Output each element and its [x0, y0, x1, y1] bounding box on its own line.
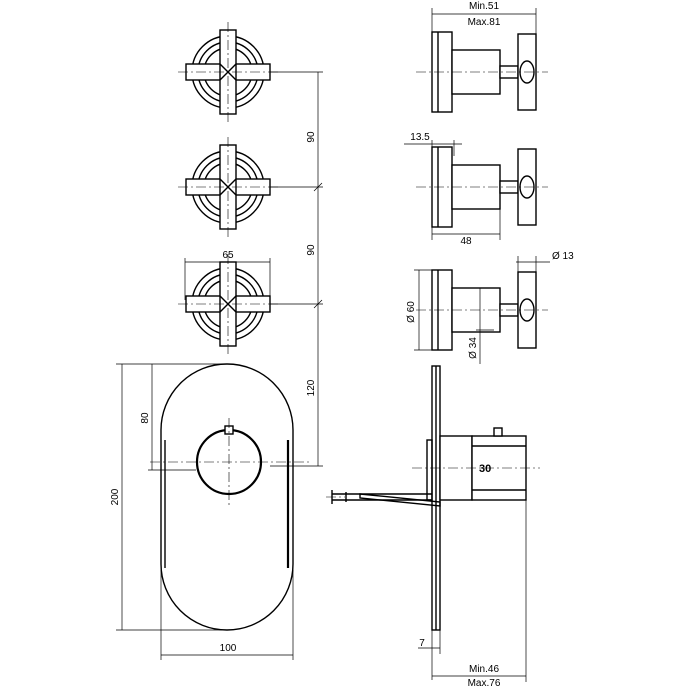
valve-side-view: 30 [326, 365, 540, 631]
handle-spacing-dimension: 90 90 120 [270, 71, 323, 467]
cross-handle-side-3 [416, 269, 548, 351]
body-diameter-label: Ø 34 [468, 337, 479, 359]
cross-handle-side-1 [416, 31, 548, 113]
plate-offset-label: 7 [419, 638, 425, 649]
valve-dimensions: 7 Min.46 Max.76 [418, 500, 527, 686]
plate-height-label: 200 [110, 488, 121, 505]
handle-depth-label: 48 [460, 236, 472, 247]
cross-handle-side-2 [416, 146, 548, 228]
spacing-mid-label: 90 [306, 244, 317, 256]
spacing-bottom-label: 120 [306, 379, 317, 396]
valve-depth-min-label: Min.46 [469, 664, 499, 675]
handle-width-label: 65 [222, 250, 234, 261]
cross-handle-front-3 [178, 254, 278, 354]
handle-width-dimension: 65 [184, 250, 271, 300]
side-depth-min-label: Min.51 [469, 1, 499, 12]
spacing-top-label: 90 [306, 131, 317, 143]
side-view-dimensions: Min.51 Max.81 13.5 48 Ø 13 Ø 60 Ø 34 [404, 1, 574, 364]
oval-plate [150, 363, 310, 631]
flange-thickness-label: 13.5 [410, 132, 430, 143]
side-depth-max-label: Max.81 [468, 17, 501, 28]
cross-handle-front-2 [178, 137, 278, 237]
valve-depth-max-label: Max.76 [468, 678, 501, 686]
knob-offset-label: 80 [140, 412, 151, 424]
plate-width-label: 100 [220, 643, 237, 654]
cross-handle-front-1 [178, 22, 278, 122]
flange-diameter-label: Ø 60 [406, 301, 417, 323]
lever-diameter-label: Ø 13 [552, 251, 574, 262]
plate-dimensions: 200 80 100 [110, 363, 294, 660]
dial-mark-label: 30 [479, 463, 491, 475]
